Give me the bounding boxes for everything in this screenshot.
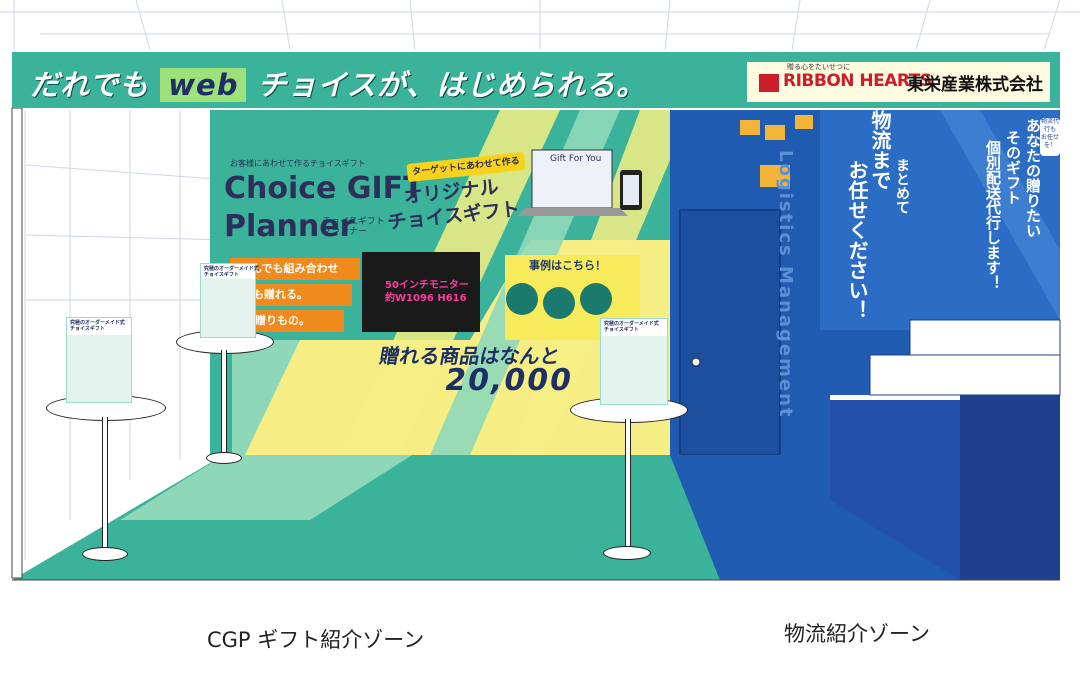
- flyer-title: 究極のオーダーメイド式チョイスギフト: [70, 320, 125, 332]
- delivery-message-2: そのギフト: [1004, 130, 1022, 205]
- monitor: [362, 252, 480, 332]
- ribbon-heart-icon: [759, 74, 779, 92]
- cgp-subtitle: チョイスギフト・ プランナー: [322, 217, 394, 237]
- cgp-title-line2: Planner: [224, 209, 355, 244]
- logistics-badge: 物流代行も お任せを！: [1040, 118, 1060, 156]
- monitor-label: 50インチモニター 約W1096 H616: [385, 279, 469, 305]
- stairs: [830, 319, 1061, 580]
- bullet-2: でも贈れる。: [232, 284, 352, 306]
- ceiling-grid: [0, 0, 1080, 51]
- logistics-message: 物流まで: [868, 110, 892, 190]
- flyer-title: 究極のオーダーメイド式チョイスギフト: [204, 266, 259, 278]
- laptop: [531, 149, 613, 209]
- table-foot: [206, 452, 242, 464]
- table-pole: [102, 417, 108, 552]
- logo-slogan: 贈る心をたいせつに: [787, 63, 850, 71]
- flyer-title: 究極のオーダーメイド式チョイスギフト: [604, 321, 659, 333]
- company-logo-box: 贈る心をたいせつに RIBBON HEARTS 東栄産業株式会社: [747, 62, 1050, 102]
- banner-tagline: だれでも web チョイスが、はじめられる。: [30, 68, 647, 102]
- brand-name: RIBBON HEARTS: [783, 71, 932, 91]
- monitor-line2: 約W1096 H616: [385, 293, 467, 304]
- booth-illustration: だれでも web チョイスが、はじめられる。 贈る心をたいせつに RIBBON …: [0, 0, 1080, 581]
- table-pole: [221, 350, 227, 458]
- door: [679, 209, 781, 456]
- cgp-small-label: お客様にあわせて作るチョイスギフト: [230, 159, 366, 168]
- qr-icon: [580, 283, 612, 315]
- table-pole: [625, 419, 631, 551]
- logistics-english: Logistics Management: [775, 150, 796, 419]
- table-foot: [82, 547, 128, 561]
- cgp-sub-line2: プランナー: [322, 227, 368, 237]
- bullet-1: なんでも組み合わせ: [230, 258, 360, 280]
- delivery-message-1: あなたの贈りたい: [1024, 118, 1042, 238]
- qr-icon: [506, 283, 538, 315]
- monitor-line1: 50インチモニター: [385, 280, 469, 291]
- logistics-msg-line1: 物流まで: [868, 110, 892, 190]
- laptop-screen-text: Gift For You: [550, 154, 602, 164]
- qr-icon: [543, 287, 575, 319]
- flyer-stand: 究極のオーダーメイド式チョイスギフト: [66, 317, 132, 403]
- logistics-message-2: お任せください！: [845, 160, 869, 320]
- flyer-stand: 究極のオーダーメイド式チョイスギフト: [200, 263, 259, 338]
- cgp-title: Choice GIFT Planner: [224, 170, 424, 246]
- delivery-message-3: 個別配送代行します！: [984, 140, 1002, 290]
- logistics-message-3: まとめて: [894, 158, 910, 214]
- booth-drawing: [0, 0, 1080, 581]
- bullet-3: な贈りもの。: [234, 310, 344, 332]
- table-foot: [603, 546, 651, 560]
- floor-stripe: [120, 450, 420, 520]
- caption-logistics-zone: 物流紹介ゾーン: [784, 622, 930, 646]
- company-name: 東栄産業株式会社: [907, 75, 1043, 95]
- cgp-title-line1: Choice GIFT: [224, 171, 424, 206]
- caption-cgp-zone: CGP ギフト紹介ゾーン: [207, 628, 425, 652]
- cgp-sub-line1: チョイスギフト・: [322, 217, 394, 227]
- flyer-stand: 究極のオーダーメイド式チョイスギフト: [600, 318, 668, 405]
- case-study-label: 事例はこちら！: [529, 259, 606, 272]
- truck-illustration: [740, 115, 813, 187]
- product-count: 20,000: [441, 363, 576, 398]
